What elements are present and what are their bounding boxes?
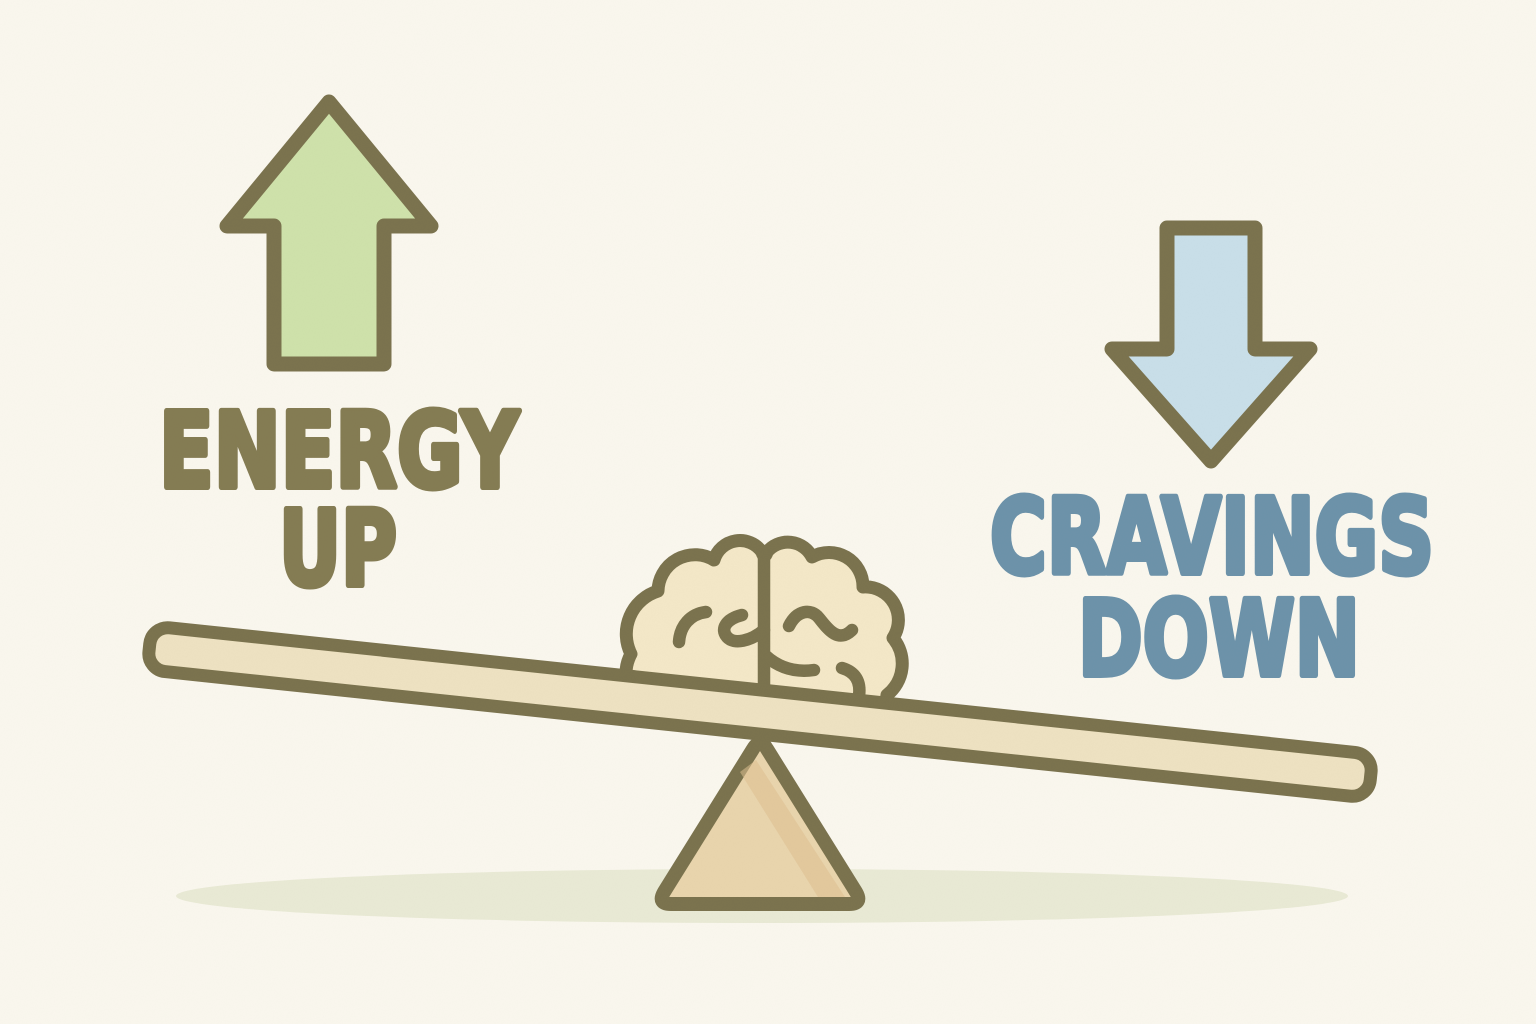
energy-label-line2: UP bbox=[279, 488, 397, 610]
cravings-label-line2: DOWN bbox=[1078, 578, 1360, 700]
arrow-up-icon bbox=[219, 94, 439, 372]
fulcrum-triangle bbox=[654, 736, 866, 911]
arrow-down-icon bbox=[1104, 220, 1318, 469]
